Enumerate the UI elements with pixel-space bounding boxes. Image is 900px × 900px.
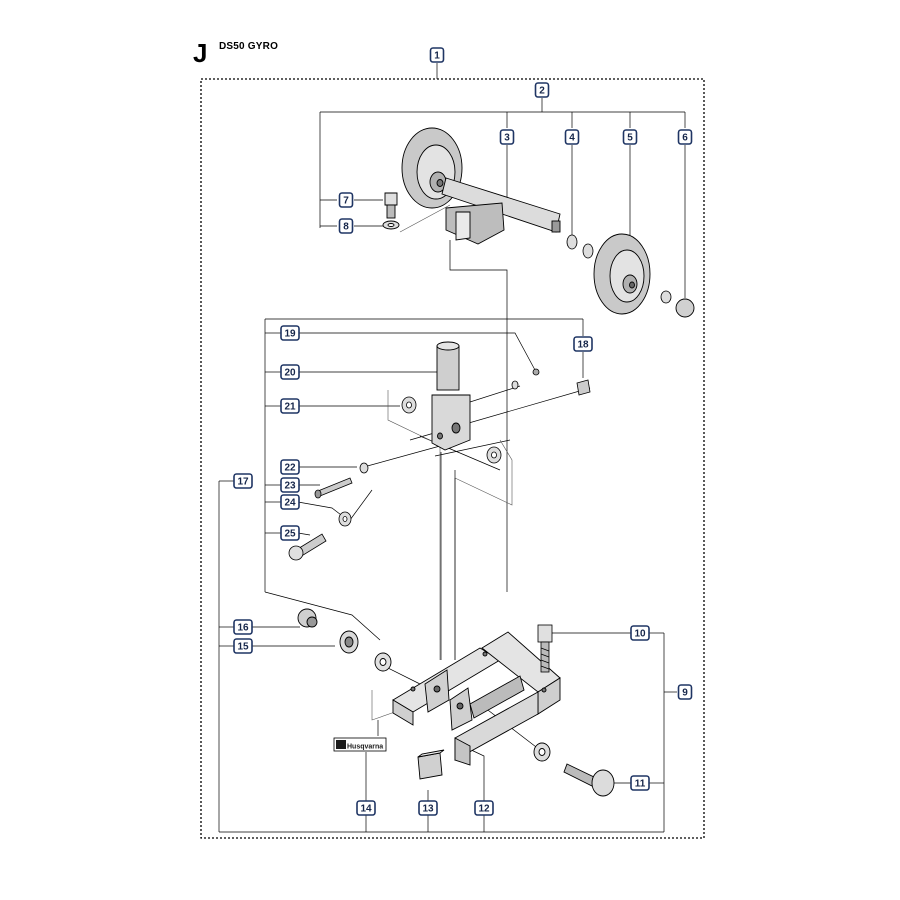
callout-number: 14	[360, 804, 372, 815]
callout-box	[630, 775, 650, 791]
callout-23: 23	[280, 477, 300, 493]
callout-box	[356, 800, 376, 816]
callout-box	[474, 800, 494, 816]
callout-14: 14	[356, 800, 376, 816]
callout-number: 5	[627, 133, 633, 144]
callout-number: 2	[539, 86, 545, 97]
callout-box	[564, 129, 580, 145]
callout-19: 19	[280, 325, 300, 341]
callout-number: 9	[682, 688, 688, 699]
callout-number: 4	[569, 133, 575, 144]
knob-bolt	[533, 742, 615, 797]
assembly-boundary	[200, 78, 705, 839]
screw-and-washer	[382, 192, 400, 230]
callout-number: 20	[284, 368, 296, 379]
bolts	[288, 477, 353, 561]
callout-number: 17	[237, 477, 249, 488]
callout-13: 13	[418, 800, 438, 816]
callout-3: 3	[499, 129, 515, 145]
axle-bracket	[441, 177, 561, 245]
end-plug	[417, 749, 445, 780]
callout-number: 24	[284, 498, 296, 509]
mast-head	[431, 341, 471, 451]
section-letter: J	[193, 38, 208, 68]
callout-number: 15	[237, 642, 249, 653]
callout-number: 7	[343, 196, 349, 207]
callout-21: 21	[280, 398, 300, 414]
callout-22: 22	[280, 459, 300, 475]
callout-number: 10	[634, 629, 646, 640]
model-name: DS50 GYRO	[219, 41, 279, 52]
callout-25: 25	[280, 525, 300, 541]
callout-box	[534, 82, 550, 98]
callout-box	[338, 218, 354, 234]
callout-box	[233, 638, 253, 654]
callout-4: 4	[564, 129, 580, 145]
logo-decal: Husqvarna	[333, 737, 387, 752]
hub-cap	[675, 298, 695, 318]
callout-11: 11	[630, 775, 650, 791]
base-hardware-left	[297, 608, 392, 672]
callout-number: 18	[577, 340, 589, 351]
callout-box	[630, 625, 650, 641]
logo-text: Husqvarna	[347, 744, 383, 751]
callout-box	[499, 129, 515, 145]
callout-20: 20	[280, 364, 300, 380]
callout-7: 7	[338, 192, 354, 208]
callout-box	[677, 129, 693, 145]
callout-2: 2	[534, 82, 550, 98]
callout-number: 23	[284, 481, 296, 492]
axle-washers	[566, 234, 594, 259]
callout-8: 8	[338, 218, 354, 234]
callout-1: 1	[429, 47, 445, 63]
callout-number: 13	[422, 804, 434, 815]
callout-5: 5	[622, 129, 638, 145]
base-frame	[392, 631, 561, 766]
callout-box	[233, 473, 253, 489]
callout-box	[280, 398, 300, 414]
callout-9: 9	[677, 684, 693, 700]
callout-12: 12	[474, 800, 494, 816]
callout-number: 25	[284, 529, 296, 540]
wheel-washer	[660, 290, 672, 304]
mast-hardware	[338, 368, 591, 527]
callout-box	[338, 192, 354, 208]
callout-number: 3	[504, 133, 510, 144]
callout-box	[622, 129, 638, 145]
callout-number: 21	[284, 402, 296, 413]
callout-number: 22	[284, 463, 296, 474]
callout-box	[429, 47, 445, 63]
callout-box	[280, 325, 300, 341]
callout-15: 15	[233, 638, 253, 654]
callout-box	[280, 459, 300, 475]
callout-box	[573, 336, 593, 352]
callout-number: 16	[237, 623, 249, 634]
callout-6: 6	[677, 129, 693, 145]
callout-number: 11	[635, 779, 646, 790]
callout-box	[677, 684, 693, 700]
callout-16: 16	[233, 619, 253, 635]
callout-24: 24	[280, 494, 300, 510]
callout-box	[233, 619, 253, 635]
callout-number: 12	[478, 804, 490, 815]
callout-box	[280, 477, 300, 493]
mast-column	[440, 452, 456, 660]
callout-box	[280, 494, 300, 510]
callout-box	[280, 364, 300, 380]
callout-10: 10	[630, 625, 650, 641]
callout-17: 17	[233, 473, 253, 489]
vertical-bolt	[537, 624, 553, 673]
callout-number: 1	[434, 51, 440, 62]
callout-box	[418, 800, 438, 816]
right-wheel	[593, 233, 651, 315]
callout-number: 19	[284, 329, 296, 340]
callout-18: 18	[573, 336, 593, 352]
callout-number: 8	[343, 222, 349, 233]
callout-box	[280, 525, 300, 541]
callout-number: 6	[682, 133, 688, 144]
